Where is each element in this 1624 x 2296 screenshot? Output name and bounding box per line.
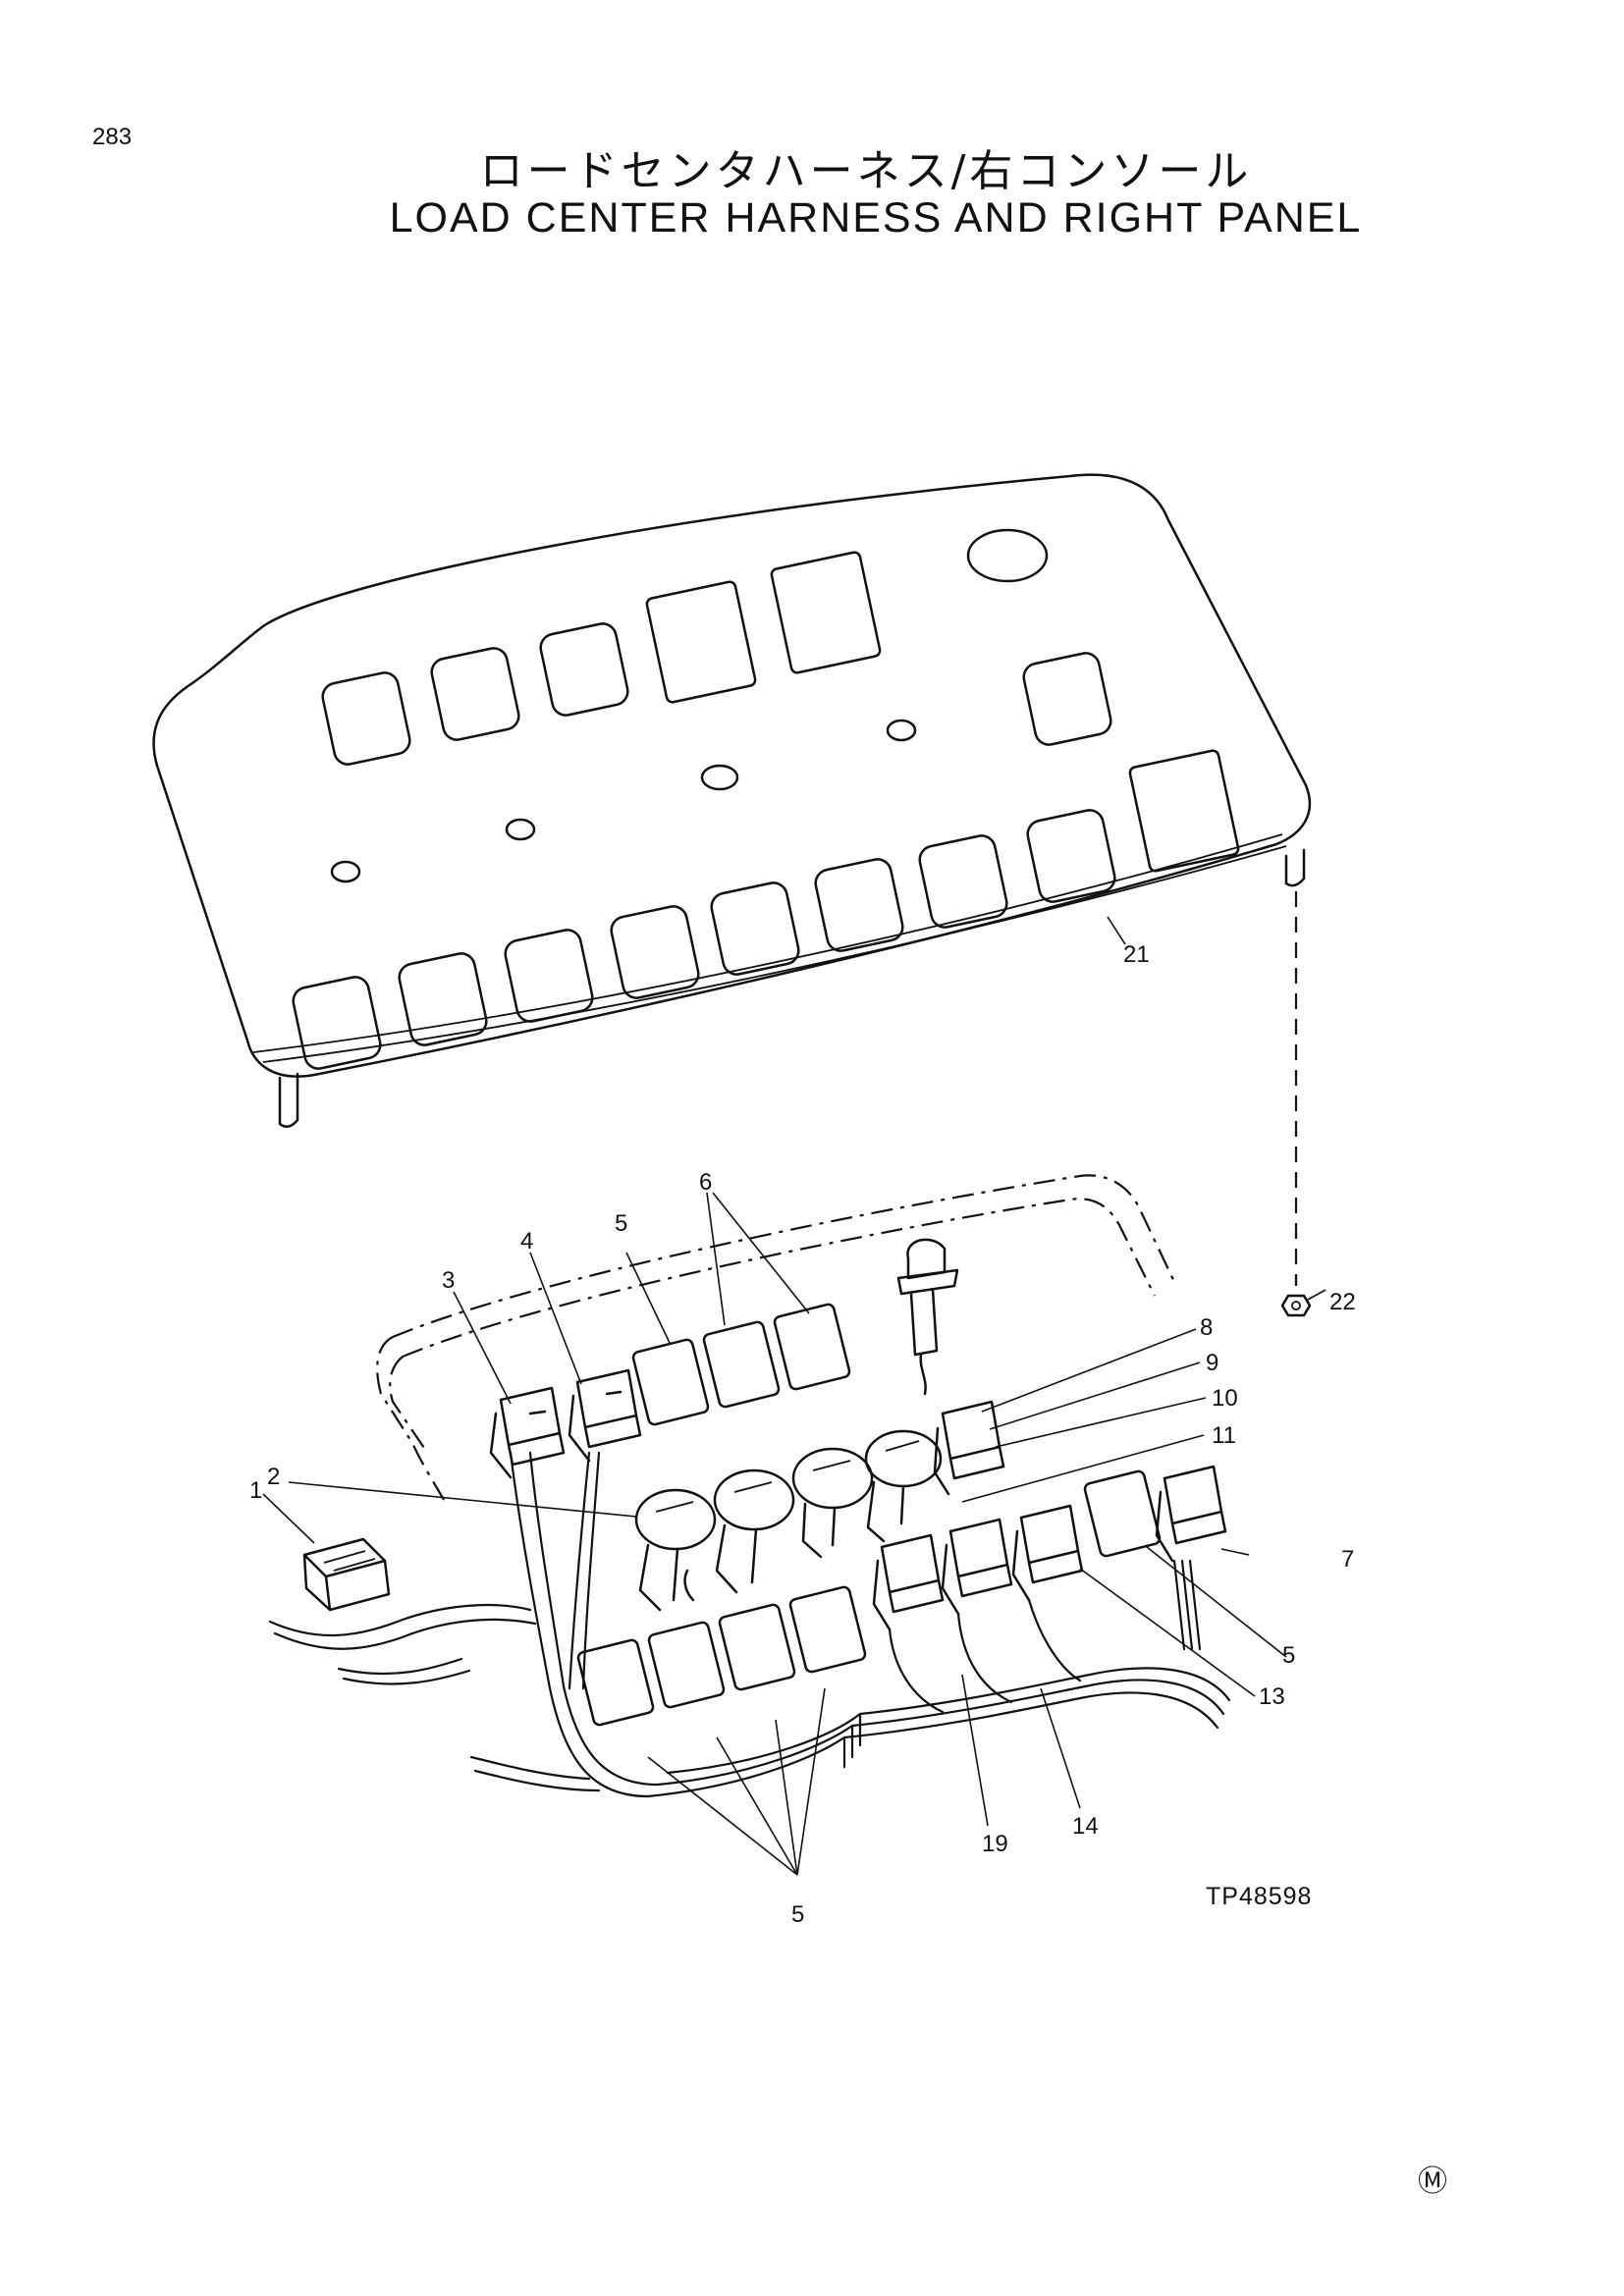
panel-opening (645, 580, 757, 704)
panel-opening (398, 952, 488, 1046)
callout-2: 2 (267, 1464, 280, 1490)
blank-plug (1083, 1469, 1162, 1558)
blank-plug (718, 1603, 796, 1691)
panel-opening (430, 647, 520, 741)
panel-opening (1128, 749, 1240, 873)
panel-stud-left (278, 1072, 299, 1128)
panel-small-hole (700, 764, 739, 791)
panel-outline (152, 473, 1312, 1078)
callout-14: 14 (1072, 1813, 1099, 1840)
callout-7: 7 (1341, 1546, 1354, 1573)
blank-plug (702, 1320, 781, 1409)
callout-21: 21 (1123, 941, 1150, 968)
panel-edge-lower-2 (262, 845, 1287, 1063)
panel-opening (504, 929, 594, 1023)
title-japanese: ロードセンタハーネス/右コンソール (479, 146, 1253, 196)
panel-opening (321, 671, 411, 766)
wiring-harness (268, 1451, 1231, 1798)
panel-edge-lower (252, 833, 1283, 1053)
callout-labels: 1 2 3 4 5 6 8 9 10 11 7 5 13 14 19 5 21 … (249, 941, 1447, 2198)
callout-10: 10 (1212, 1385, 1238, 1412)
callout-6: 6 (699, 1169, 712, 1196)
knob-switch-row (634, 1429, 943, 1612)
figure-id: TP48598 (1206, 1883, 1312, 1910)
panel-stud-right (1284, 848, 1306, 887)
panel-opening (539, 622, 629, 717)
rocker-switch-13 (1011, 1504, 1084, 1602)
callout-5-right: 5 (1282, 1642, 1295, 1669)
console-outline-left-inner (389, 1356, 425, 1449)
panel-opening (1022, 652, 1112, 746)
manual-mark: Ⓜ (1418, 2165, 1447, 2198)
title-english: LOAD CENTER HARNESS AND RIGHT PANEL (389, 194, 1363, 241)
blank-plug (788, 1585, 867, 1674)
rocker-switch-19 (872, 1533, 945, 1631)
nut-part-22 (1280, 1294, 1312, 1317)
callout-13: 13 (1259, 1683, 1285, 1710)
panel-opening (814, 858, 904, 952)
console-outline (392, 1174, 1177, 1339)
blank-plug (773, 1303, 851, 1391)
callout-22: 22 (1329, 1289, 1356, 1315)
rocker-switch-4 (568, 1368, 642, 1463)
rocker-switch-3 (489, 1386, 566, 1479)
rocker-switch-14 (941, 1518, 1013, 1616)
right-panel (152, 473, 1312, 1128)
callout-4: 4 (520, 1228, 533, 1255)
panel-opening (710, 881, 800, 976)
switch-group-lower (576, 1465, 1227, 1727)
blank-plug (647, 1621, 726, 1709)
blank-plug (576, 1638, 655, 1727)
callout-5-bottom: 5 (791, 1901, 804, 1928)
panel-round-hole (966, 528, 1049, 583)
panel-opening (292, 976, 382, 1070)
panel-small-hole (330, 860, 361, 883)
rocker-switch-7 (1155, 1465, 1227, 1563)
leader-lines (262, 916, 1326, 1876)
callout-9: 9 (1206, 1350, 1218, 1376)
callout-11: 11 (1212, 1422, 1236, 1449)
panel-small-hole (505, 818, 536, 841)
callout-1: 1 (249, 1477, 262, 1504)
panel-opening (918, 834, 1008, 929)
blank-plug (631, 1338, 710, 1426)
callout-5-top: 5 (615, 1210, 627, 1237)
panel-small-hole (886, 719, 917, 742)
panel-opening (1026, 809, 1116, 903)
push-switch (896, 1238, 959, 1396)
console-outline-left (376, 1336, 445, 1501)
panel-opening (770, 551, 882, 674)
panel-opening (610, 905, 700, 999)
page-number: 283 (92, 124, 133, 150)
switch-group-upper (489, 1238, 1005, 1612)
callout-3: 3 (442, 1267, 455, 1294)
connector-1 (302, 1537, 391, 1612)
console-outline-inner (402, 1198, 1156, 1359)
callout-19: 19 (982, 1831, 1008, 1857)
callout-8: 8 (1200, 1314, 1213, 1341)
rocker-switch-8 (933, 1400, 1005, 1496)
